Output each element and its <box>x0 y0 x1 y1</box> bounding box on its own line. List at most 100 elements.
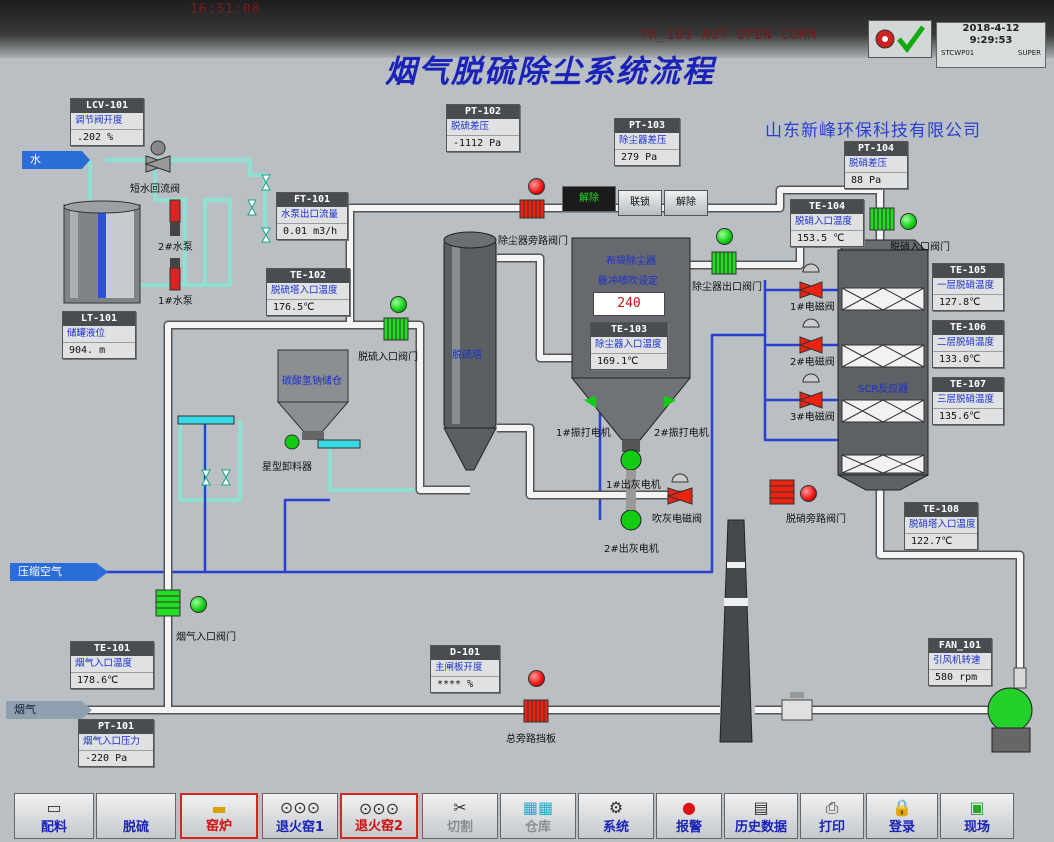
nav-label: 打印 <box>818 820 845 835</box>
tag-d101[interactable]: D-101 主闸板开度 **** % <box>430 645 500 693</box>
tag-value: **** % <box>431 676 499 692</box>
nav-system[interactable]: ⚙ 系统 <box>578 793 654 839</box>
tag-te106[interactable]: TE-106 二层脱硝温度 133.0℃ <box>932 320 1004 368</box>
tag-lcv101[interactable]: LCV-101 调节阀开度 .202 % <box>70 98 144 146</box>
tag-pt104[interactable]: PT-104 脱硝差压 88 Pa <box>844 141 908 189</box>
nav-field[interactable]: ▣ 现场 <box>940 793 1014 839</box>
denitr-bypass-lamp <box>800 485 817 502</box>
nav-alarm[interactable]: ● 报警 <box>656 793 722 839</box>
desulf-inlet-valve-label: 脱硫入口阀门 <box>358 352 418 363</box>
tag-value: 135.6℃ <box>933 408 1003 424</box>
soda-silo-label: 碳酸氢钠储仓 <box>282 376 342 387</box>
denitr-inlet-valve-label: 脱硝入口阀门 <box>890 242 950 253</box>
tag-te107[interactable]: TE-107 三层脱硝温度 135.6℃ <box>932 377 1004 425</box>
scr-label: SCR反应器 <box>858 384 909 395</box>
tag-id: PT-103 <box>615 119 679 133</box>
tag-value: .202 % <box>71 129 143 145</box>
nav-history[interactable]: ▤ 历史数据 <box>724 793 798 839</box>
nav-warehouse[interactable]: ▦▦ 仓库 <box>500 793 576 839</box>
tag-desc: 烟气入口温度 <box>75 658 133 669</box>
clock-date: 2018-4-12 <box>962 23 1020 34</box>
tag-desc: 除尘器差压 <box>619 135 667 146</box>
desulf-inlet-lamp <box>390 296 407 313</box>
desulf-inlet-valve <box>383 317 409 341</box>
tag-desc: 水泵出口流量 <box>281 209 339 220</box>
tag-id: D-101 <box>431 646 499 660</box>
alarm-icon: ● <box>682 798 696 817</box>
nav-label: 脱硫 <box>122 820 149 835</box>
tag-value: 169.1℃ <box>591 353 667 369</box>
tag-pt101[interactable]: PT-101 烟气入口压力 -220 Pa <box>78 719 154 767</box>
denitr-inlet-valve <box>869 207 895 231</box>
star-feeder-label: 星型卸料器 <box>262 462 312 473</box>
tag-lt101[interactable]: LT-101 储罐液位 904. m <box>62 311 136 359</box>
nav-kiln[interactable]: ▬ 窑炉 <box>180 793 258 839</box>
chimney <box>719 519 753 743</box>
tag-te103[interactable]: TE-103 除尘器入口温度 169.1℃ <box>590 322 668 370</box>
denitr-bypass-valve <box>769 479 795 505</box>
release-indicator[interactable]: 解除 <box>562 186 616 212</box>
tag-id: TE-108 <box>905 503 977 517</box>
topbar-left-time: 16:51:08 <box>190 2 261 17</box>
flue-pipes <box>80 187 1023 713</box>
tag-pt102[interactable]: PT-102 脱硫差压 -1112 Pa <box>446 104 520 152</box>
nav-desulf[interactable]: 脱硫 <box>96 793 176 839</box>
main-damper-lamp <box>528 670 545 687</box>
nav-annealer2[interactable]: ⊙⊙⊙ 退火窑2 <box>340 793 418 839</box>
pulse-setpoint-input[interactable]: 240 <box>593 292 665 316</box>
bypass-valve-dust <box>519 199 545 219</box>
sol1-label: 1#电磁阀 <box>790 302 835 313</box>
tag-id: TE-102 <box>267 269 349 283</box>
dust-outlet-valve-label: 除尘器出口阀门 <box>692 282 762 293</box>
sol2-label: 2#电磁阀 <box>790 357 835 368</box>
tag-id: TE-104 <box>791 200 863 214</box>
tag-desc: 引风机转速 <box>933 655 981 666</box>
nav-label: 报警 <box>675 820 702 835</box>
nav-batching[interactable]: ▭ 配料 <box>14 793 94 839</box>
tag-value: 127.8℃ <box>933 294 1003 310</box>
tag-pt103[interactable]: PT-103 除尘器差压 279 Pa <box>614 118 680 166</box>
tag-desc: 调节阀开度 <box>75 115 123 126</box>
tag-desc: 主闸板开度 <box>435 662 483 673</box>
nav-annealer1[interactable]: ⊙⊙⊙ 退火窑1 <box>262 793 338 839</box>
water-tank <box>63 200 141 304</box>
tag-desc: 除尘器入口温度 <box>595 339 662 350</box>
pump1-label: 1#水泵 <box>158 296 193 307</box>
sol3-label: 3#电磁阀 <box>790 412 835 423</box>
tag-ft101[interactable]: FT-101 水泵出口流量 0.01 m3/h <box>276 192 348 240</box>
tag-te102[interactable]: TE-102 脱硫塔入口温度 176.5℃ <box>266 268 350 316</box>
tag-value: -220 Pa <box>79 750 153 766</box>
tag-value: -1112 Pa <box>447 135 519 151</box>
nav-label: 现场 <box>963 820 990 835</box>
soda-silo <box>276 349 361 450</box>
scr-reactor <box>837 239 929 491</box>
tag-desc: 脱硫差压 <box>451 121 490 132</box>
annealer1-icon: ⊙⊙⊙ <box>279 798 321 817</box>
denitr-bypass-label: 脱硝旁路阀门 <box>786 514 846 525</box>
interlock-button[interactable]: 联锁 <box>618 190 662 216</box>
nav-cutting[interactable]: ✂ 切割 <box>422 793 498 839</box>
unlock-button[interactable]: 解除 <box>664 190 708 216</box>
tag-desc: 一层脱硝温度 <box>937 280 995 291</box>
ash1-label: 1#出灰电机 <box>606 480 661 491</box>
tag-te104[interactable]: TE-104 脱硝入口温度 153.5 ℃ <box>790 199 864 247</box>
tag-te105[interactable]: TE-105 一层脱硝温度 127.8℃ <box>932 263 1004 311</box>
kiln-icon: ▬ <box>211 799 227 818</box>
tag-fan101[interactable]: FAN_101 引风机转速 580 rpm <box>928 638 992 686</box>
tag-value: 133.0℃ <box>933 351 1003 367</box>
company-name: 山东新峰环保科技有限公司 <box>765 121 981 141</box>
tag-te101[interactable]: TE-101 烟气入口温度 178.6℃ <box>70 641 154 689</box>
nav-login[interactable]: 🔒 登录 <box>866 793 938 839</box>
nav-print[interactable]: ⎙ 打印 <box>800 793 864 839</box>
tag-id: TE-103 <box>591 323 667 337</box>
tag-id: TE-107 <box>933 378 1003 392</box>
annealer2-icon: ⊙⊙⊙ <box>358 799 400 818</box>
comm-status-box[interactable] <box>868 20 932 58</box>
tag-desc: 脱硝塔入口温度 <box>909 519 976 530</box>
tag-desc: 三层脱硝温度 <box>937 394 995 405</box>
history-icon: ▤ <box>753 798 769 817</box>
tag-te108[interactable]: TE-108 脱硝塔入口温度 122.7℃ <box>904 502 978 550</box>
clock-user: SUPER <box>1017 49 1041 57</box>
tag-value: 0.01 m3/h <box>277 223 347 239</box>
